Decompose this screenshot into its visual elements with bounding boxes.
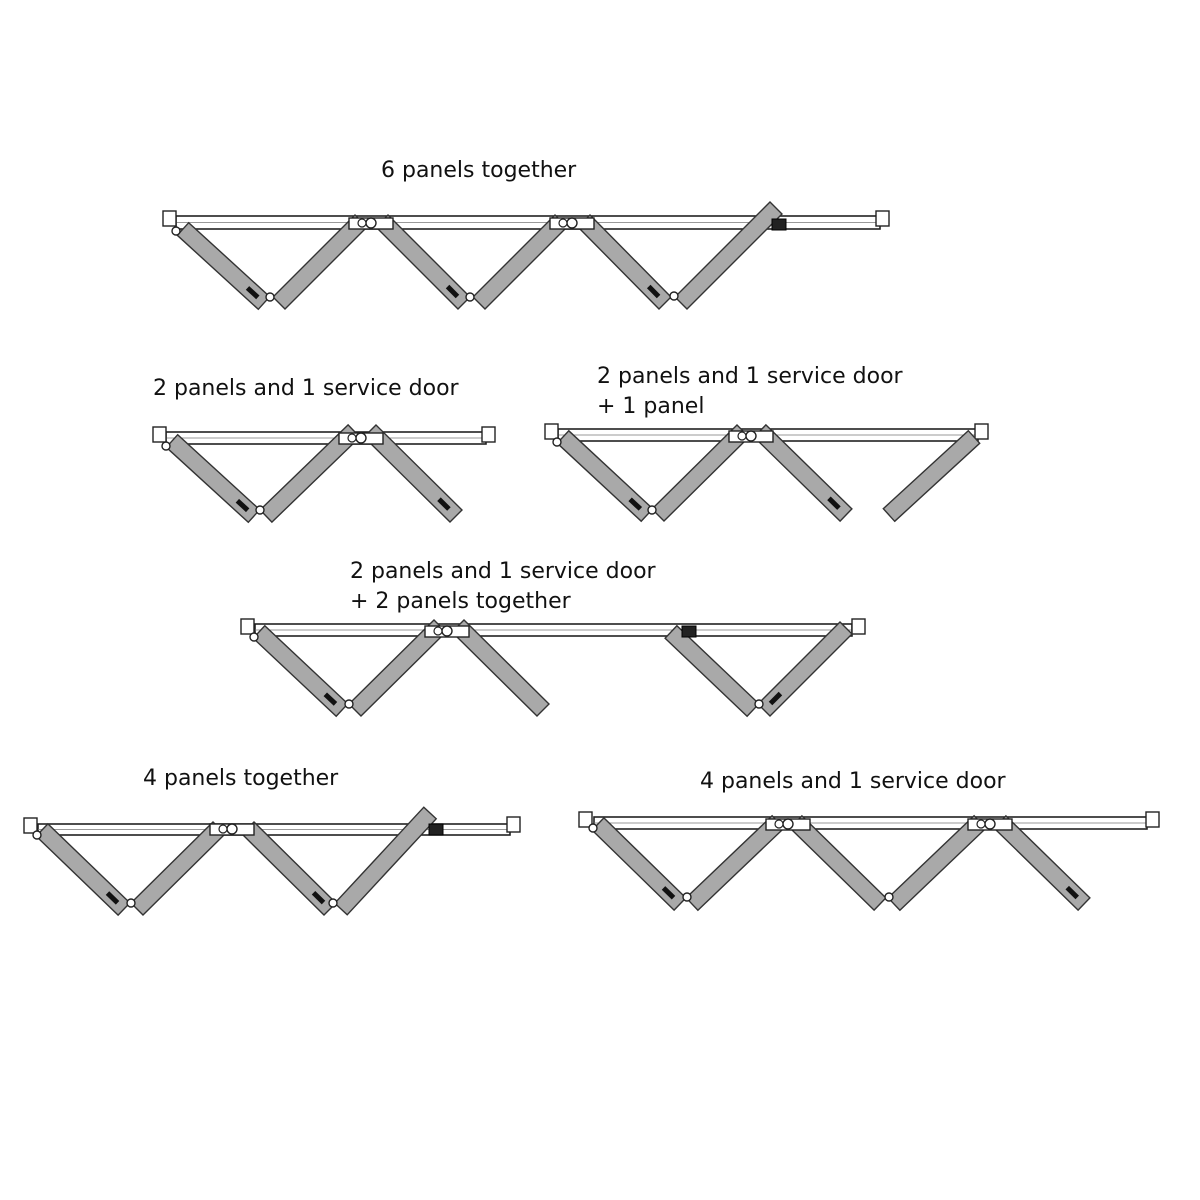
hinge-pivot — [249, 632, 259, 642]
roller-wheel — [365, 217, 377, 229]
door-panel — [363, 424, 463, 523]
end-stop — [851, 618, 866, 635]
end-stop — [974, 423, 989, 440]
hinge-pivot — [255, 505, 265, 515]
hinge-pivot — [32, 830, 42, 840]
roller-wheel — [737, 431, 747, 441]
caption-line: + 1 panel — [597, 394, 705, 419]
panel-handle — [245, 286, 260, 300]
roller-wheel — [558, 218, 568, 228]
caption-line: + 2 panels together — [350, 589, 571, 614]
config-two-door-one — [544, 423, 989, 523]
door-panel — [882, 429, 981, 523]
roller-wheel — [976, 819, 986, 829]
panel-handle — [445, 284, 460, 299]
door-panel — [451, 619, 550, 717]
roller-wheel — [433, 626, 443, 636]
hinge-pivot — [682, 892, 692, 902]
roller-wheel — [745, 430, 757, 442]
caption-line: 2 panels and 1 service door — [597, 364, 903, 389]
end-stop — [506, 816, 521, 833]
caption-line: 6 panels together — [381, 158, 577, 183]
hinge-pivot — [552, 437, 562, 447]
end-stop — [23, 817, 38, 834]
panel-handle — [105, 891, 120, 905]
roller-wheel — [774, 819, 784, 829]
roller-wheel — [566, 217, 578, 229]
door-panel — [753, 423, 853, 523]
door-panel — [259, 423, 361, 524]
hinge-pivot — [171, 226, 181, 236]
config-four-plus-door — [578, 811, 1160, 912]
caption-line: 2 panels and 1 service door — [350, 559, 656, 584]
config-six-together — [162, 201, 890, 311]
caption-two-door-two: 2 panels and 1 service door + 2 panels t… — [350, 557, 656, 617]
caption-two-door-one: 2 panels and 1 service door + 1 panel — [597, 362, 903, 422]
roller-wheel — [782, 818, 794, 830]
hinge-pivot — [328, 898, 338, 908]
panel-handle — [323, 692, 338, 706]
hinge-pivot — [884, 892, 894, 902]
door-panel — [887, 814, 987, 912]
locking-block — [428, 823, 444, 836]
door-panel — [674, 201, 783, 310]
caption-two-plus-door: 2 panels and 1 service door — [153, 374, 459, 404]
config-two-plus-door — [152, 423, 496, 524]
end-stop — [162, 210, 177, 227]
hinge-pivot — [669, 291, 679, 301]
config-two-door-two — [240, 618, 866, 718]
end-stop — [544, 423, 559, 440]
locking-block — [771, 218, 787, 231]
door-panel — [333, 806, 438, 916]
locking-block — [681, 625, 697, 638]
panel-handle — [661, 886, 676, 900]
roller-wheel — [355, 432, 367, 444]
panel-handle — [646, 284, 661, 299]
hinge-pivot — [344, 699, 354, 709]
hinge-pivot — [265, 292, 275, 302]
panel-handle — [628, 497, 643, 511]
roller-wheel — [357, 218, 367, 228]
end-stop — [1145, 811, 1160, 828]
caption-four-together: 4 panels together — [143, 764, 338, 794]
panel-handle — [235, 498, 250, 513]
end-stop — [152, 426, 167, 443]
door-panel — [757, 621, 853, 717]
end-stop — [481, 426, 496, 443]
config-four-together — [23, 806, 521, 917]
door-panel — [272, 214, 368, 310]
door-panel — [685, 814, 785, 912]
hinge-pivot — [126, 898, 136, 908]
hinge-pivot — [465, 292, 475, 302]
caption-four-plus-door: 4 panels and 1 service door — [700, 767, 1006, 797]
hinge-pivot — [647, 505, 657, 515]
hinge-pivot — [588, 823, 598, 833]
hinge-pivot — [161, 441, 171, 451]
end-stop — [240, 618, 255, 635]
door-panel — [348, 619, 447, 717]
panel-handle — [768, 691, 783, 706]
caption-line: 2 panels and 1 service door — [153, 376, 459, 401]
caption-line: 4 panels together — [143, 766, 339, 791]
panel-handle — [311, 890, 326, 905]
door-panel — [651, 424, 750, 522]
panel-handle — [437, 497, 451, 511]
caption-line: 4 panels and 1 service door — [700, 769, 1006, 794]
panel-handle — [827, 496, 841, 510]
door-panel — [472, 214, 568, 310]
panel-handle — [1065, 885, 1079, 900]
roller-wheel — [218, 824, 228, 834]
roller-wheel — [441, 625, 453, 637]
roller-wheel — [347, 433, 357, 443]
roller-wheel — [226, 823, 238, 835]
caption-six-together: 6 panels together — [381, 156, 576, 186]
hinge-pivot — [754, 699, 764, 709]
door-panel — [664, 624, 760, 718]
end-stop — [578, 811, 593, 828]
door-panel — [130, 821, 226, 916]
roller-wheel — [984, 818, 996, 830]
end-stop — [875, 210, 890, 227]
